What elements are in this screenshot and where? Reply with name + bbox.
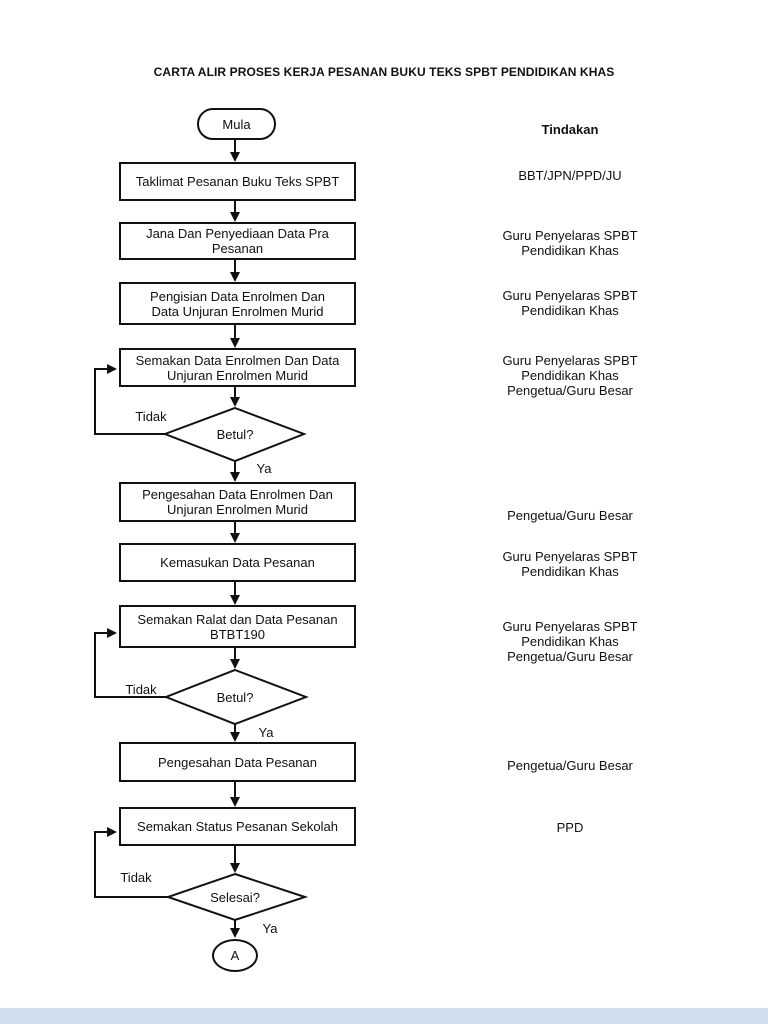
process-box-2: Jana Dan Penyediaan Data Pra Pesanan: [119, 222, 356, 260]
process-box-7: Semakan Ralat dan Data Pesanan BTBT190: [119, 605, 356, 648]
action-label-6: Guru Penyelaras SPBT Pendidikan Khas: [502, 549, 638, 579]
loop-arrow-3: [94, 827, 168, 898]
action-label-8: Pengetua/Guru Besar: [507, 758, 633, 773]
decision-diamond-1: [162, 406, 307, 463]
branch-label-no-2: Tidak: [125, 682, 157, 697]
process-box-9: Semakan Status Pesanan Sekolah: [119, 807, 356, 846]
process-box-1: Taklimat Pesanan Buku Teks SPBT: [119, 162, 356, 201]
decision-label-1: Betul?: [216, 427, 254, 442]
page-bottom-bar: [0, 1008, 768, 1024]
branch-label-no-1: Tidak: [135, 409, 167, 424]
process-box-6: Kemasukan Data Pesanan: [119, 543, 356, 582]
process-box-3: Pengisian Data Enrolmen Dan Data Unjuran…: [119, 282, 356, 325]
process-box-8: Pengesahan Data Pesanan: [119, 742, 356, 782]
decision-label-3: Selesai?: [210, 890, 260, 905]
loop-arrow-1: [94, 364, 165, 435]
branch-label-yes-3: Ya: [262, 921, 278, 936]
process-box-4: Semakan Data Enrolmen Dan Data Unjuran E…: [119, 348, 356, 387]
process-box-5: Pengesahan Data Enrolmen Dan Unjuran Enr…: [119, 482, 356, 522]
action-label-3: Guru Penyelaras SPBT Pendidikan Khas: [502, 288, 638, 318]
action-label-5: Pengetua/Guru Besar: [507, 508, 633, 523]
loop-arrow-2: [94, 628, 166, 698]
connector-a: A: [212, 939, 258, 972]
decision-diamond-2: [163, 668, 309, 726]
action-label-4: Guru Penyelaras SPBT Pendidikan Khas Pen…: [502, 353, 638, 398]
decision-diamond-3: [164, 872, 309, 922]
branch-label-no-3: Tidak: [120, 870, 152, 885]
start-terminator: Mula: [197, 108, 276, 140]
decision-label-2: Betul?: [216, 690, 254, 705]
branch-label-yes-1: Ya: [256, 461, 272, 476]
actions-column-header: Tindakan: [541, 122, 599, 137]
action-label-7: Guru Penyelaras SPBT Pendidikan Khas Pen…: [502, 619, 638, 664]
page-title: CARTA ALIR PROSES KERJA PESANAN BUKU TEK…: [153, 65, 615, 79]
action-label-1: BBT/JPN/PPD/JU: [518, 168, 622, 183]
action-label-9: PPD: [556, 820, 584, 835]
action-label-2: Guru Penyelaras SPBT Pendidikan Khas: [502, 228, 638, 258]
branch-label-yes-2: Ya: [258, 725, 274, 740]
